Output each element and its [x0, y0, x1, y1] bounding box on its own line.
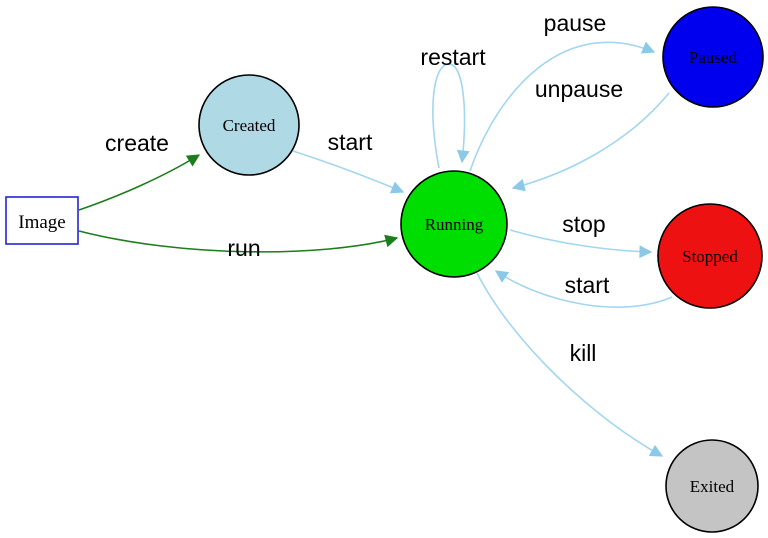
edge-run-label: run: [227, 235, 260, 261]
edge-pause: [469, 41, 656, 172]
edge-stop: [509, 229, 653, 259]
node-image-box: [5, 196, 79, 245]
edge-unpause-label: unpause: [535, 76, 623, 102]
edge-restart-self-loop: [432, 63, 470, 169]
node-created: Created: [198, 74, 300, 176]
node-running-label: Running: [425, 215, 484, 234]
edge-kill-label: kill: [570, 340, 597, 366]
edge-restart-label: restart: [420, 44, 486, 70]
node-exited: Exited: [665, 439, 759, 533]
edge-start-created-running: [292, 150, 405, 194]
node-image-label: Image: [18, 212, 65, 233]
node-created-label: Created: [223, 116, 276, 135]
edge-labels: create run start restart pause unpause s…: [105, 10, 623, 366]
node-exited-label: Exited: [690, 477, 735, 496]
node-created-circle: [198, 74, 300, 176]
node-stopped-label: Stopped: [682, 247, 738, 266]
edge-create-label: create: [105, 130, 169, 156]
node-running: Running: [400, 170, 508, 278]
edge-pause-label: pause: [544, 10, 607, 36]
edges: [78, 41, 673, 457]
edge-stop-label: stop: [562, 211, 605, 237]
node-image: Image: [5, 196, 79, 245]
edge-create: [78, 154, 201, 211]
node-paused: Paused: [662, 6, 764, 108]
nodes: Image Created Running Paused Stopped Exi…: [5, 6, 764, 533]
edge-run: [78, 230, 399, 253]
node-exited-circle: [665, 439, 759, 533]
edge-kill: [476, 272, 664, 457]
edge-start-stopped-running: [494, 270, 673, 308]
node-stopped: Stopped: [657, 203, 763, 309]
edge-start-stopped-label: start: [565, 272, 610, 298]
node-paused-circle: [662, 6, 764, 108]
edge-start-created-label: start: [328, 129, 373, 155]
node-stopped-circle: [657, 203, 763, 309]
node-running-circle: [400, 170, 508, 278]
edge-unpause: [511, 92, 670, 192]
node-paused-label: Paused: [689, 48, 738, 67]
